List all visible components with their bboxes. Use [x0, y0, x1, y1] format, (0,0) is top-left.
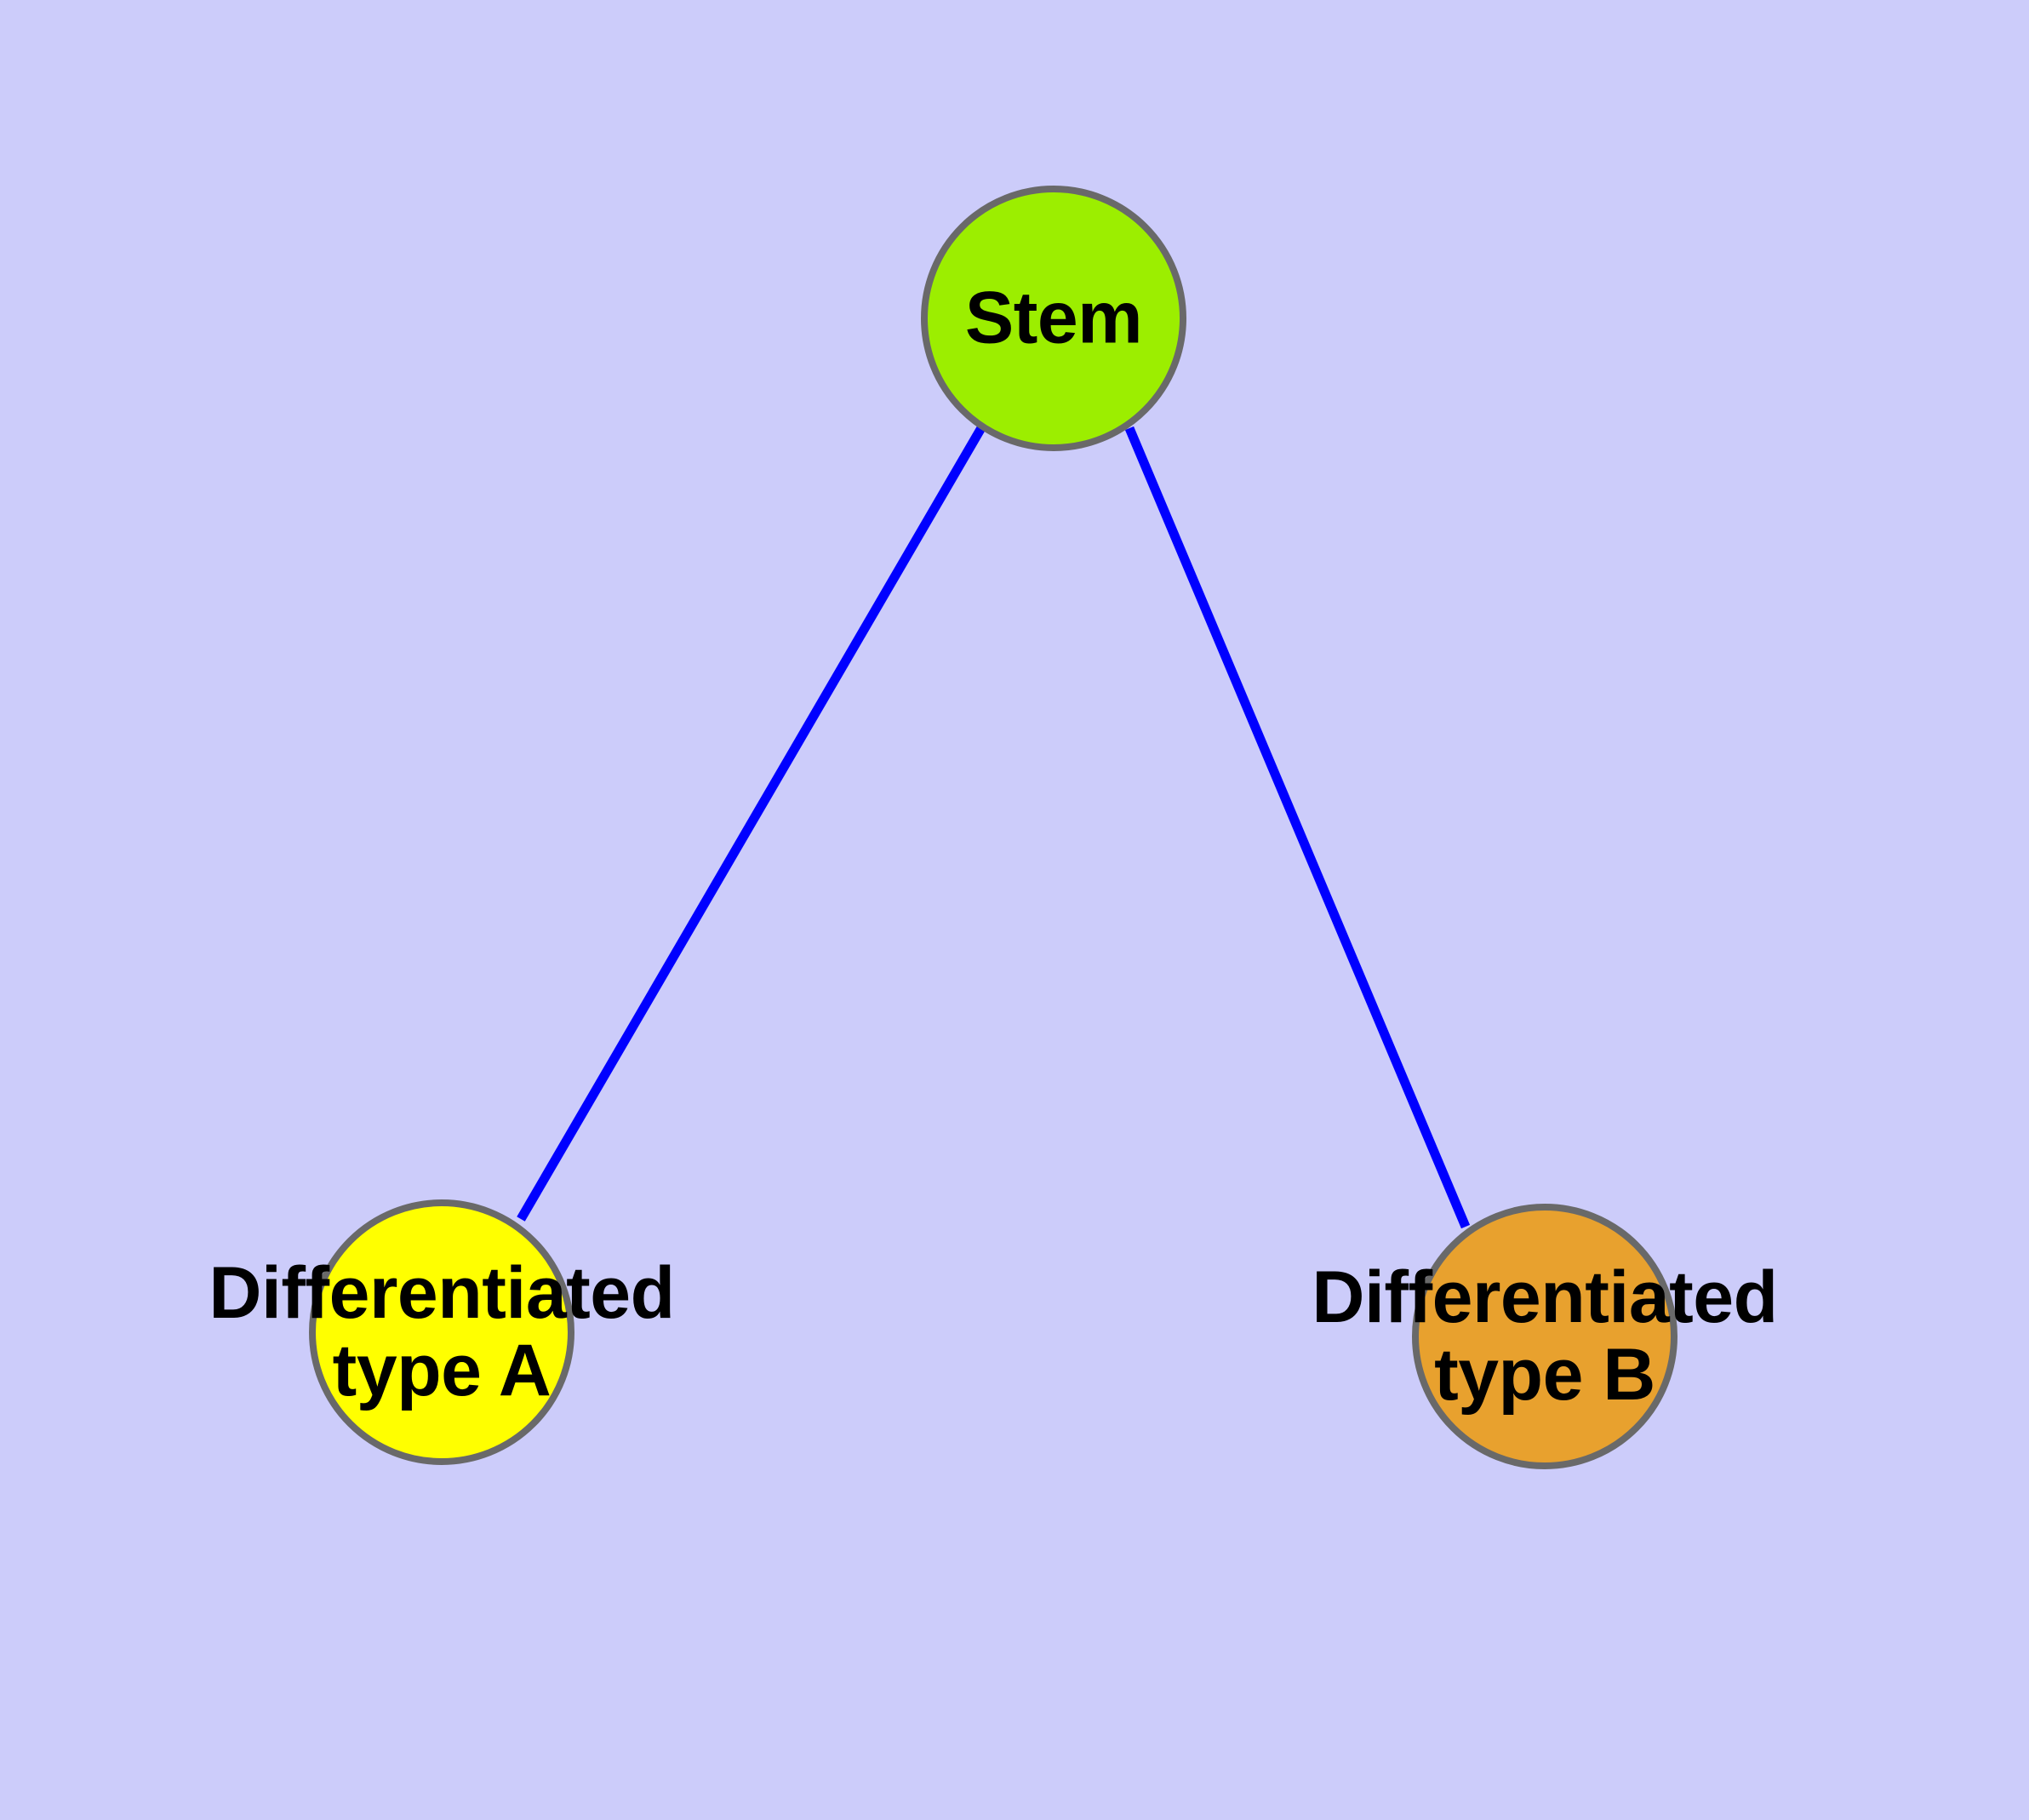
- graph-node-diff-a[interactable]: [309, 1199, 574, 1465]
- edges-layer: [517, 424, 1471, 1229]
- graph-edge-stem-to-diff-b[interactable]: [1124, 426, 1471, 1229]
- nodes-layer: [309, 186, 1677, 1469]
- graph-node-stem[interactable]: [921, 186, 1186, 451]
- graph-node-diff-b[interactable]: [1412, 1204, 1677, 1469]
- graph-edge-stem-to-diff-a[interactable]: [517, 424, 986, 1222]
